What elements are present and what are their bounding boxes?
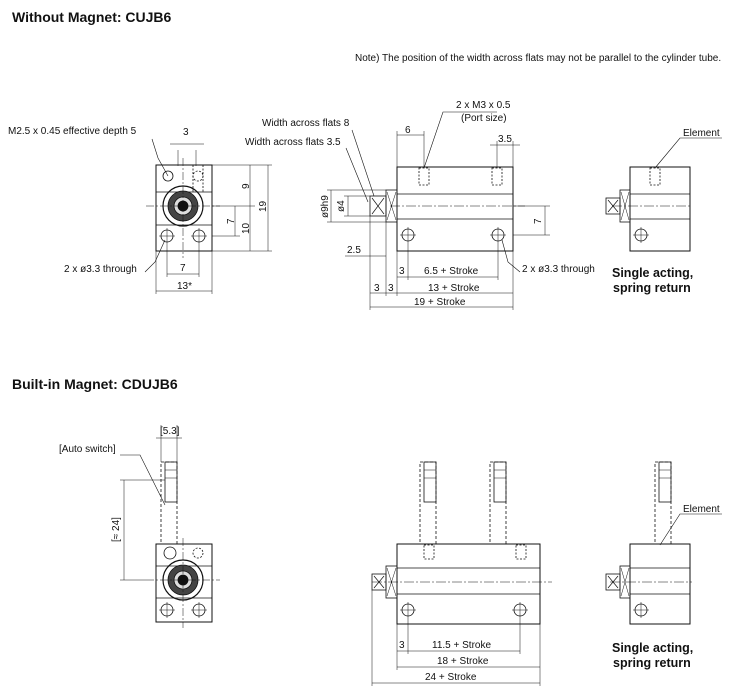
label-port: 2 x M3 x 0.5 [456,100,511,111]
label-dim-3-c: 3 [388,283,394,294]
dimension-labels: M2.5 x 0.45 effective depth 5 3 9 19 7 1… [8,100,720,683]
front-view-cujb6 [144,138,272,294]
spring-detail-cujb6 [605,137,722,252]
label-dim-9: 9 [241,183,252,189]
label-element-2: Element [683,504,720,515]
label-dim-3-b: 3 [374,283,380,294]
caption-spring-return-1: spring return [613,281,691,295]
label-dim-13-stroke: 13 + Stroke [428,283,480,294]
label-dim-6: 6 [405,125,411,136]
label-dim-19: 19 [258,200,269,212]
label-port-size: (Port size) [461,113,507,124]
section-title-without-magnet: Without Magnet: CUJB6 [12,9,172,25]
label-dim-19-stroke: 19 + Stroke [414,297,466,308]
label-holes-front: 2 x ø3.3 through [64,264,137,275]
label-flats-3-5: Width across flats 3.5 [245,137,341,148]
front-view-cdujb6 [120,425,220,628]
label-dim-3-magnet: 3 [399,640,405,651]
spring-detail-cdujb6 [605,461,722,625]
caption-spring-return-2: spring return [613,656,691,670]
side-view-cdujb6 [371,461,552,686]
label-dim-3-5: 3.5 [498,134,512,145]
label-dim-18-stroke: 18 + Stroke [437,656,489,667]
label-holes-side: 2 x ø3.3 through [522,264,595,275]
label-dim-2-5: 2.5 [347,245,361,256]
label-dim-3-top: 3 [183,127,189,138]
note-width-across-flats: Note) The position of the width across f… [355,53,722,64]
label-dim-5-3: [5.3] [160,426,180,437]
label-dia-4: ø4 [336,200,347,212]
label-dim-6-5-stroke: 6.5 + Stroke [424,266,479,277]
label-dim-13: 13* [177,281,192,292]
caption-single-acting-2: Single acting, [612,641,693,655]
label-auto-switch: [Auto switch] [59,444,116,455]
label-dim-10: 10 [241,222,252,234]
label-dim-7-horizontal: 7 [180,263,186,274]
label-flats-8: Width across flats 8 [262,118,350,129]
label-dim-approx-24: [≈ 24] [111,517,122,542]
caption-single-acting-1: Single acting, [612,266,693,280]
label-dim-3-a: 3 [399,266,405,277]
label-dim-11-5-stroke: 11.5 + Stroke [432,640,491,651]
label-dia-rod: ø9h9 [320,195,331,218]
label-dim-24-stroke: 24 + Stroke [425,672,477,683]
label-element-1: Element [683,128,720,139]
label-dim-7-side: 7 [533,218,544,224]
side-view-cujb6 [327,111,550,310]
label-thread-depth: M2.5 x 0.45 effective depth 5 [8,126,137,137]
label-dim-7-vertical: 7 [226,218,237,224]
section-title-built-in-magnet: Built-in Magnet: CDUJB6 [12,376,178,392]
